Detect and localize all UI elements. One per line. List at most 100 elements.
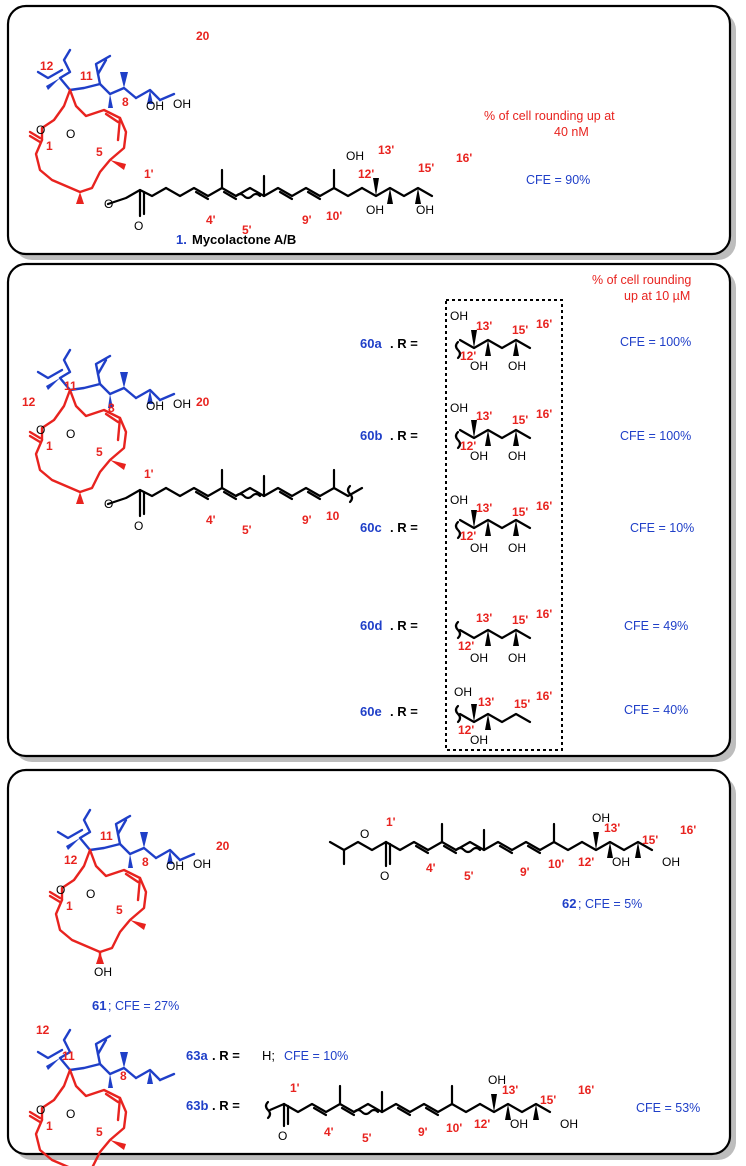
oh-label: OH	[560, 1117, 578, 1131]
assay-conditions-1: % of cell rounding up at	[484, 109, 615, 123]
locant-1: 1	[66, 899, 73, 913]
locant-12-prime: 12'	[458, 723, 474, 737]
analog-60e: OH OH 12' 13' 15' 16'	[454, 685, 552, 747]
analog-60a-id: 60a	[360, 336, 382, 351]
compound-1-name: Mycolactone A/B	[192, 232, 296, 247]
cfe-60d: CFE = 49%	[624, 619, 688, 633]
locant-5-prime: 5'	[242, 223, 252, 237]
analog-60c: OH OH OH 12' 13' 15' 16'	[450, 493, 552, 555]
compound-62-cfe: ; CFE = 5%	[578, 897, 642, 911]
locant-13-prime: 13'	[476, 319, 492, 333]
locant-16-prime: 16'	[578, 1083, 594, 1097]
locant-5-prime: 5'	[362, 1131, 372, 1145]
oh-label: OH	[470, 541, 488, 555]
locant-16-prime: 16'	[536, 499, 552, 513]
locant-4-prime: 4'	[426, 861, 436, 875]
compound-63b-id: 63b	[186, 1098, 208, 1113]
locant-15-prime: 15'	[512, 413, 528, 427]
oh-label: OH	[508, 541, 526, 555]
locant-4-prime: 4'	[206, 513, 216, 527]
compound-62-id: 62	[562, 896, 576, 911]
locant-5: 5	[96, 445, 103, 459]
oh-label: OH	[450, 401, 468, 415]
locant-1: 1	[46, 439, 53, 453]
r-equals-label: . R =	[390, 704, 418, 719]
locant-12-prime: 12'	[474, 1117, 490, 1131]
locant-12: 12	[40, 59, 54, 73]
oh-label: OH	[454, 685, 472, 699]
oh-label: OH	[662, 855, 680, 869]
analog-60c-id: 60c	[360, 520, 382, 535]
locant-9-prime: 9'	[302, 513, 312, 527]
oh-label: OH	[510, 1117, 528, 1131]
locant-4-prime: 4'	[324, 1125, 334, 1139]
locant-5-prime: 5'	[242, 523, 252, 537]
r-equals-label: . R =	[212, 1048, 240, 1063]
oh-label: OH	[166, 859, 184, 873]
locant-1-prime: 1'	[290, 1081, 300, 1095]
locant-15-prime: 15'	[540, 1093, 556, 1107]
assay-concentration-2: up at 10 µM	[624, 289, 690, 303]
oh-label: OH	[508, 449, 526, 463]
locant-12-prime: 12'	[460, 349, 476, 363]
locant-15-prime: 15'	[512, 613, 528, 627]
locant-12-prime: 12'	[578, 855, 594, 869]
analog-60b: OH OH OH 12' 13' 15' 16'	[450, 401, 552, 463]
cfe-60a: CFE = 100%	[620, 335, 691, 349]
locant-13-prime: 13'	[476, 409, 492, 423]
locant-16-prime: 16'	[536, 689, 552, 703]
oh-label: OH	[470, 449, 488, 463]
locant-11: 11	[80, 69, 93, 83]
oh-label: OH	[450, 309, 468, 323]
compound-61-id: 61	[92, 998, 106, 1013]
locant-1: 1	[46, 1119, 53, 1133]
compound-61-cfe: ; CFE = 27%	[108, 999, 179, 1013]
locant-10-prime: 10'	[548, 857, 564, 871]
o-label: O	[104, 197, 113, 211]
locant-15-prime: 15'	[642, 833, 658, 847]
o-label: O	[66, 427, 75, 441]
analog-60a: OH OH OH 12' 13' 15' 16'	[450, 309, 552, 373]
locant-13-prime: 13'	[604, 821, 620, 835]
locant-15-prime: 15'	[512, 505, 528, 519]
panel-3-frame	[6, 768, 732, 1156]
locant-16-prime: 16'	[536, 317, 552, 331]
oh-label: OH	[508, 651, 526, 665]
oh-label: OH	[346, 149, 364, 163]
locant-1-prime: 1'	[144, 167, 154, 181]
locant-12-prime: 12'	[358, 167, 374, 181]
locant-9-prime: 9'	[302, 213, 312, 227]
oh-label: OH	[366, 203, 384, 217]
compound-63a-r-value: H;	[262, 1048, 275, 1063]
compound-63a-cfe: CFE = 10%	[284, 1049, 348, 1063]
oh-label: OH	[173, 397, 191, 411]
locant-8: 8	[120, 1069, 127, 1083]
locant-11: 11	[62, 1049, 75, 1063]
oh-label: OH	[450, 493, 468, 507]
locant-9-prime: 9'	[520, 865, 530, 879]
oh-label: OH	[470, 733, 488, 747]
oh-label: OH	[592, 811, 610, 825]
o-label: O	[36, 423, 45, 437]
r-attachment-wavy-bond	[346, 484, 354, 504]
locant-16-prime: 16'	[536, 607, 552, 621]
locant-8: 8	[142, 855, 149, 869]
o-label: O	[380, 869, 389, 883]
o-label: O	[66, 127, 75, 141]
locant-13-prime: 13'	[378, 143, 394, 157]
o-label: O	[36, 123, 45, 137]
panel-2-frame	[6, 262, 732, 758]
oh-label: OH	[193, 857, 211, 871]
locant-20: 20	[216, 839, 230, 853]
locant-9-prime: 9'	[418, 1125, 428, 1139]
oh-label: OH	[470, 651, 488, 665]
locant-12-prime: 12'	[458, 639, 474, 653]
locant-13-prime: 13'	[476, 501, 492, 515]
oh-label: OH	[470, 359, 488, 373]
locant-16-prime: 16'	[680, 823, 696, 837]
oh-label: OH	[173, 97, 191, 111]
oh-label: OH	[146, 99, 164, 113]
r-equals-label: . R =	[390, 520, 418, 535]
o-label: O	[66, 1107, 75, 1121]
cfe-60b: CFE = 100%	[620, 429, 691, 443]
